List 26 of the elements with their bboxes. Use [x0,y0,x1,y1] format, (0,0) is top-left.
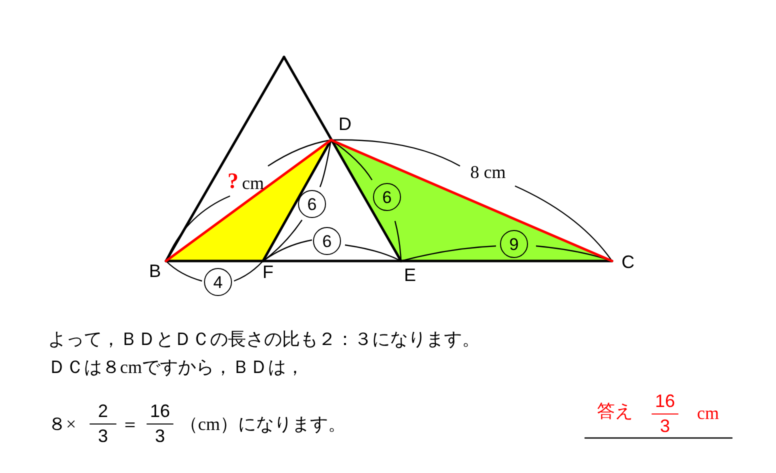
point-label: D [338,115,352,133]
circled-number: 6 [373,183,401,211]
point-label: C [622,253,634,271]
numerator: 2 [98,402,108,420]
expression-text: （cm）になります。 [180,415,346,433]
numerator: 16 [654,392,676,410]
point-label: E [404,266,416,284]
circled-number: 4 [204,268,232,296]
circled-number: 6 [298,190,326,218]
answer-unit: cm [697,404,719,422]
denominator: 3 [155,427,165,445]
unknown-mark: ? [228,170,238,192]
circled-number: 9 [500,230,528,258]
length-label: cm [242,174,264,192]
denominator: 3 [98,427,108,445]
point-label: F [262,263,274,281]
sentence: よって，ＢＤとＤＣの長さの比も２：３になります。 [48,330,480,348]
expression-text: ＝ [121,415,139,433]
length-label: 8 cm [470,163,506,181]
numerator: 16 [150,402,170,420]
expression-text: ８× [48,415,76,433]
denominator: 3 [660,417,670,435]
sentence: ＤＣは８cmですから，ＢＤは， [48,358,304,376]
point-label: B [149,262,161,280]
circled-number: 6 [313,227,341,255]
answer-label: 答え [597,402,633,420]
